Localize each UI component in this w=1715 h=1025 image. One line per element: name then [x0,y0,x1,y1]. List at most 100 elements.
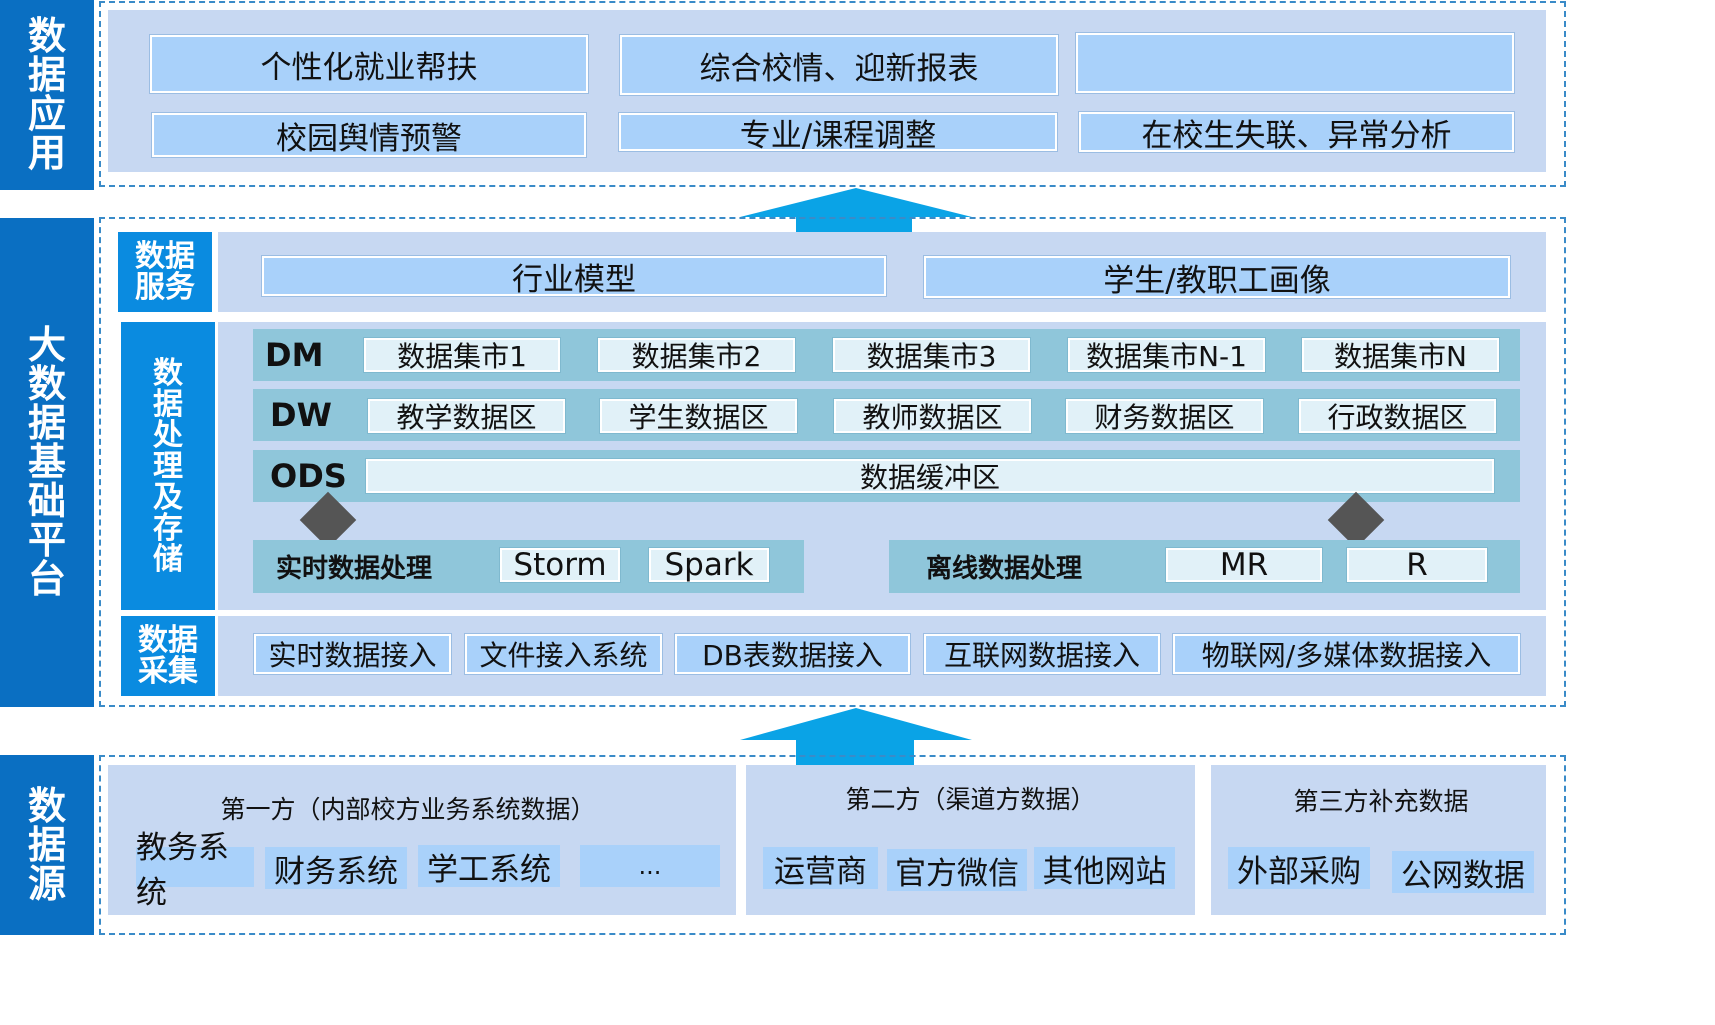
service-item-industry-model: 行业模型 [262,256,886,298]
source-title-text: 第一方（内部校方业务系统数据） [220,795,596,824]
source-item-label: 学工系统 [427,851,551,888]
collect-item-label: 互联网数据接入 [943,639,1140,672]
side-label-text: 数据应用 [27,14,66,175]
processing-label: 数据处理及存储 [121,322,215,610]
cell-label: 数据集市N-1 [1086,340,1247,373]
source-item-official-wechat: 官方微信 [887,849,1027,892]
collect-iot-media-access: 物联网/多媒体数据接入 [1173,634,1520,674]
app-item-label: 专业/课程调整 [739,117,937,154]
spark-box: Spark [649,547,769,583]
side-label-big-data-platform: 大数据基础平台 [0,218,94,707]
source-item-label: 财务系统 [274,853,398,890]
source-item-label: 其他网站 [1042,853,1167,890]
source-third-party-title: 第三方补充数据 [1211,782,1551,818]
cell-label: 数据集市2 [631,340,762,373]
data-mart-3: 数据集市3 [833,338,1030,373]
service-item-portrait: 学生/教职工画像 [924,256,1510,299]
app-item-label: 个性化就业帮扶 [260,49,478,86]
source-item-other-sites: 其他网站 [1034,847,1175,890]
dw-admin-area: 行政数据区 [1299,399,1496,434]
app-item-opinion-warning: 校园舆情预警 [152,113,586,157]
cell-label: 数据集市3 [866,340,997,373]
side-label-text: 大数据基础平台 [27,323,66,601]
data-mart-n: 数据集市N [1302,338,1499,373]
data-mart-2: 数据集市2 [598,338,795,373]
side-label-data-application: 数据应用 [0,0,94,190]
source-item-finance: 财务系统 [265,847,407,890]
dw-finance-area: 财务数据区 [1066,399,1263,434]
app-item-course-adjust: 专业/课程调整 [619,113,1057,154]
cell-label: 学生数据区 [628,401,769,434]
cell-label: 数据缓冲区 [859,461,1000,494]
app-item-label: 综合校情、迎新报表 [699,50,979,87]
r-box: R [1347,547,1487,583]
cell-label: Spark [664,547,754,583]
collect-file-system: 文件接入系统 [465,634,662,674]
source-item-more: ... [580,845,720,887]
source-first-party-title: 第一方（内部校方业务系统数据） [108,790,708,826]
ods-label-text: ODS [270,457,347,495]
offline-processing-label: 离线数据处理 [926,540,1126,593]
source-item-label: 教务系统 [136,830,229,911]
source-item-academic: 教务系统 [136,830,254,911]
source-item-external-purchase: 外部采购 [1228,847,1370,890]
source-item-label: 公网数据 [1401,857,1525,894]
application-section [99,1,1566,187]
ods-buffer-area: 数据缓冲区 [366,459,1494,494]
source-title-text: 第二方（渠道方数据） [845,785,1096,814]
data-service-label-text: 数据服务 [135,239,195,305]
storm-box: Storm [500,547,620,583]
platform-section [99,217,1566,707]
source-item-student-affairs: 学工系统 [418,845,560,888]
service-item-label: 学生/教职工画像 [1103,262,1331,299]
cell-label: 财务数据区 [1094,401,1235,434]
collect-realtime-access: 实时数据接入 [254,634,451,674]
collection-label-text: 数据采集 [138,623,198,689]
data-mart-n-1: 数据集市N-1 [1068,338,1265,373]
collect-item-label: 物联网/多媒体数据接入 [1201,639,1492,672]
side-label-text: 数据源 [27,783,66,906]
dw-student-area: 学生数据区 [600,399,797,434]
mr-box: MR [1166,547,1322,583]
dm-label-text: DM [265,336,324,374]
dw-teacher-area: 教师数据区 [834,399,1031,434]
ods-row-label: ODS [270,450,360,502]
arrow-up-icon [740,188,972,234]
dw-row-label: DW [270,389,360,441]
proc-label-text: 实时数据处理 [276,554,433,584]
collection-label: 数据采集 [121,616,215,696]
cell-label: 教学数据区 [396,401,537,434]
source-item-label: 运营商 [774,853,867,890]
cell-label: MR [1219,547,1269,583]
data-mart-1: 数据集市1 [364,338,560,373]
cell-label: R [1406,547,1428,583]
processing-label-text: 数据处理及存储 [153,355,183,577]
cell-label: 数据集市1 [397,340,527,373]
data-service-label: 数据服务 [118,232,212,312]
realtime-processing-label: 实时数据处理 [276,540,476,593]
app-item-blank [1076,33,1514,93]
app-item-label: 校园舆情预警 [276,120,462,157]
source-item-carrier: 运营商 [763,847,878,890]
collect-internet-access: 互联网数据接入 [924,634,1160,674]
collect-db-table-access: DB表数据接入 [675,634,910,674]
source-item-label: ... [638,852,662,880]
collect-item-label: 实时数据接入 [268,639,437,672]
arrow-up-icon [740,708,972,766]
source-item-label: 官方微信 [895,855,1019,892]
cell-label: 数据集市N [1334,340,1467,373]
dw-label-text: DW [270,396,332,434]
source-title-text: 第三方补充数据 [1293,787,1469,816]
cell-label: 行政数据区 [1327,401,1468,434]
source-section [99,755,1566,935]
app-item-employment-support: 个性化就业帮扶 [150,35,588,93]
app-item-student-anomaly: 在校生失联、异常分析 [1079,112,1514,154]
cell-label: 教师数据区 [862,401,1003,434]
source-second-party-title: 第二方（渠道方数据） [746,780,1195,816]
app-item-label: 在校生失联、异常分析 [1141,117,1452,154]
service-item-label: 行业模型 [512,261,636,298]
dw-teaching-area: 教学数据区 [368,399,565,434]
app-item-campus-report: 综合校情、迎新报表 [620,35,1058,95]
dm-row-label: DM [265,329,355,381]
source-item-label: 外部采购 [1237,853,1361,890]
